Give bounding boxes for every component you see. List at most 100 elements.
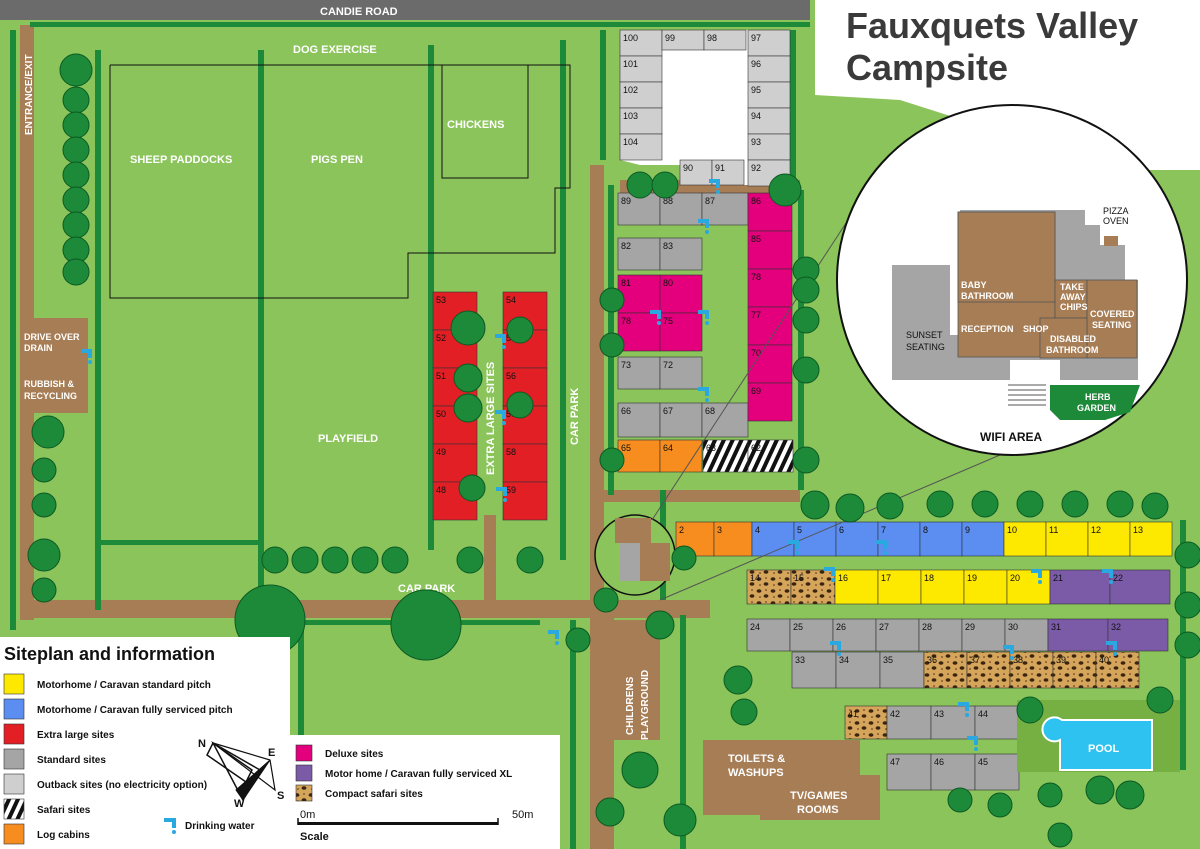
standard-pitch: 19 xyxy=(963,569,1008,605)
compact-safari-site: 14 xyxy=(746,569,792,605)
legend-swatch xyxy=(3,798,25,820)
standard-pitch: 17 xyxy=(877,569,922,605)
outback-site: 98 xyxy=(703,29,747,51)
outback-site: 97 xyxy=(747,29,791,57)
drive-over-drain-label-2: DRAIN xyxy=(24,343,53,353)
pitch-number: 6 xyxy=(839,525,844,535)
pitch-number: 45 xyxy=(978,757,988,767)
standard-site: 72 xyxy=(659,356,703,390)
tree xyxy=(987,792,1013,818)
tv-label-1: TV/GAMES xyxy=(790,790,847,802)
tree xyxy=(835,493,865,523)
xl-serviced-pitch: 21 xyxy=(1049,569,1111,605)
entrance-exit-label: ENTRANCE/EXIT xyxy=(24,54,35,135)
compact-safari-site: 39 xyxy=(1052,651,1097,689)
standard-site: 29 xyxy=(961,618,1006,652)
scale-start: 0m xyxy=(300,809,315,821)
pitch-number: 5 xyxy=(797,525,802,535)
serviced-pitch: 4 xyxy=(751,521,795,557)
tree xyxy=(800,490,830,520)
pitch-number: 21 xyxy=(1053,573,1063,583)
deluxe-site: 85 xyxy=(747,230,793,270)
drinking-water-icon xyxy=(698,387,709,402)
water-taps xyxy=(81,179,1117,751)
pitch-number: 22 xyxy=(1113,573,1123,583)
pitch-number: 69 xyxy=(751,386,761,396)
tree xyxy=(792,276,820,304)
pitch-number: 97 xyxy=(751,33,761,43)
standard-site: 34 xyxy=(835,651,881,689)
pitch-number: 4 xyxy=(755,525,760,535)
toilets-building xyxy=(703,740,880,820)
legend-panel xyxy=(0,637,290,849)
legend-swatch xyxy=(3,723,25,745)
compact-safari-site: 15 xyxy=(790,569,836,605)
tree xyxy=(62,111,90,139)
tree xyxy=(1085,775,1115,805)
shop-label: SHOP xyxy=(1023,324,1049,334)
tree xyxy=(792,356,820,384)
take-label-2: AWAY xyxy=(1060,292,1086,302)
rubbish-label-2: RECYCLING xyxy=(24,391,77,401)
scale-label: Scale xyxy=(300,831,329,843)
candie-road-label: CANDIE ROAD xyxy=(320,6,398,18)
drinking-water-icon xyxy=(1003,645,1014,660)
tree xyxy=(1016,490,1044,518)
trees xyxy=(19,53,1200,848)
standard-pitch: 11 xyxy=(1045,521,1089,557)
legend-label: Motorhome / Caravan standard pitch xyxy=(37,680,211,691)
tree xyxy=(621,751,659,789)
xl-serviced-pitch: 32 xyxy=(1107,618,1169,652)
tree xyxy=(516,546,544,574)
pitch-number: 33 xyxy=(795,655,805,665)
scale-end: 50m xyxy=(512,809,533,821)
standard-site: 87 xyxy=(701,192,749,226)
tree xyxy=(1061,490,1089,518)
baby-label-2: BATHROOM xyxy=(961,291,1013,301)
childrens-label-1: CHILDRENS xyxy=(625,676,636,735)
pitch-number: 46 xyxy=(934,757,944,767)
pitch-number: 81 xyxy=(621,278,631,288)
pitch-number: 18 xyxy=(924,573,934,583)
herb-label-2: GARDEN xyxy=(1077,403,1116,413)
pitch-number: 92 xyxy=(751,163,761,173)
outback-area xyxy=(620,30,790,185)
tree xyxy=(1047,822,1073,848)
drinking-water-icon xyxy=(830,641,841,656)
legend-title: Siteplan and information xyxy=(4,644,215,664)
chickens-label: CHICKENS xyxy=(447,119,504,131)
pitch-number: 87 xyxy=(705,196,715,206)
legend-swatch xyxy=(295,784,313,802)
drinking-water-icon xyxy=(788,540,799,555)
legend-label: Log cabins xyxy=(37,830,90,841)
take-label-3: CHIPS xyxy=(1060,302,1088,312)
tree xyxy=(321,546,349,574)
herb-label-1: HERB xyxy=(1085,392,1111,402)
dog-exercise-label: DOG EXERCISE xyxy=(293,44,377,56)
outback-site: 94 xyxy=(747,107,791,135)
legend-swatch xyxy=(295,744,313,762)
legend-swatch xyxy=(3,748,25,770)
tree xyxy=(27,538,61,572)
rubbish-label-1: RUBBISH & xyxy=(24,379,75,389)
deluxe-site: 70 xyxy=(747,344,793,384)
standard-pitch: 16 xyxy=(834,569,879,605)
tree xyxy=(926,490,954,518)
tree xyxy=(1174,591,1200,619)
title-line-1: Fauxquets Valley xyxy=(846,5,1138,46)
safari-site: 63 xyxy=(702,439,749,473)
tree xyxy=(768,173,802,207)
standard-pitch: 12 xyxy=(1087,521,1131,557)
standard-site: 27 xyxy=(875,618,920,652)
legend-swatch xyxy=(3,698,25,720)
toilets-label-2: WASHUPS xyxy=(728,767,784,779)
pitch-number: 16 xyxy=(838,573,848,583)
tree xyxy=(31,577,57,603)
tree xyxy=(876,492,904,520)
pitch-number: 54 xyxy=(506,295,516,305)
field-outlines xyxy=(109,64,571,299)
drinking-water-icon xyxy=(1102,569,1113,584)
pitch-number: 49 xyxy=(436,447,446,457)
outback-label: OUTBACK xyxy=(675,100,730,112)
